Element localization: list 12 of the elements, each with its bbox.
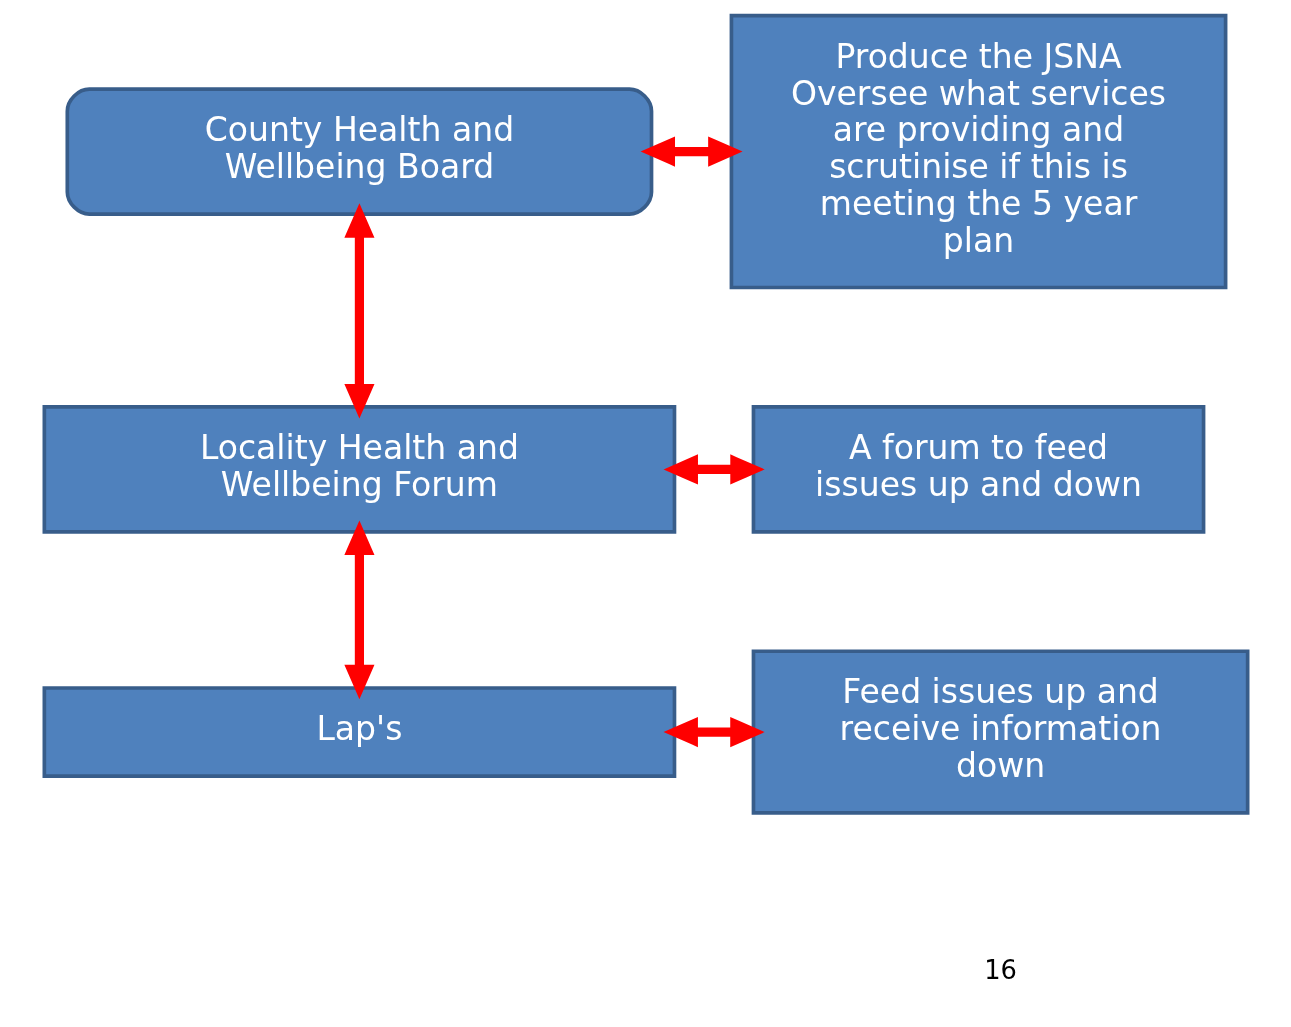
- arrow: [663, 454, 765, 485]
- arrow: [663, 717, 765, 748]
- arrow: [343, 203, 374, 419]
- arrow: [343, 520, 374, 700]
- node-box: Locality Health and Wellbeing Forum: [42, 405, 676, 534]
- node-box: Feed issues up and receive information down: [751, 649, 1249, 815]
- node-box: Produce the JSNA Oversee what services are providing and scrutinise if this is meeting the 5 year plan: [729, 13, 1227, 290]
- label: 16: [983, 954, 1017, 985]
- node-box: County Health and Wellbeing Board: [64, 87, 653, 216]
- node-box: A forum to feed issues up and down: [751, 405, 1205, 534]
- arrow: [640, 136, 743, 167]
- node-box: Lap's: [42, 686, 676, 779]
